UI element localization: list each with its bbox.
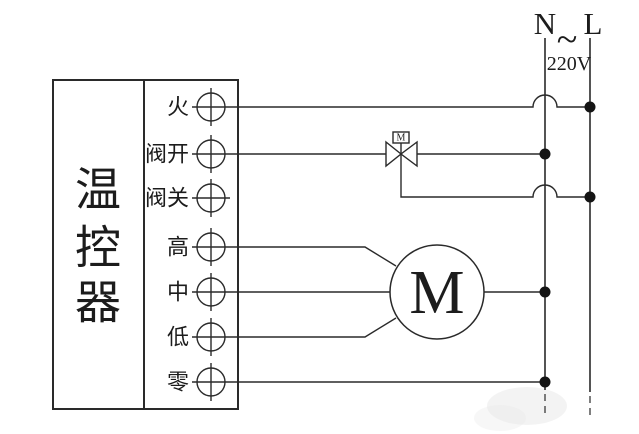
terminal-labels: 火 阀开 阀关 高 中 低 零 (145, 95, 189, 395)
wire-high (230, 246, 397, 267)
terminal-circle-neutral (192, 363, 230, 401)
motorized-valve (385, 131, 418, 168)
junction-dot-valvebranch-l (584, 191, 596, 203)
valve-actuator-box (392, 131, 410, 144)
label-n: N (534, 6, 556, 41)
terminal-symbols (192, 88, 230, 401)
controller-box (52, 79, 239, 410)
valve-body-left (385, 140, 403, 168)
controller-label: 温 控 器 (75, 165, 121, 329)
terminal-label-neutral: 零 (167, 370, 189, 395)
valve-actuator-label: M (397, 133, 406, 144)
wires (230, 94, 590, 383)
supply-lines (544, 38, 591, 418)
wire-live (230, 94, 590, 108)
terminal-circle-high (192, 228, 230, 266)
label-voltage: 220V (547, 53, 592, 75)
controller-label-char: 温 (75, 165, 121, 216)
terminal-label-high: 高 (167, 235, 189, 260)
junction-dot-valveopen-n (539, 148, 551, 160)
terminal-label-medium: 中 (167, 280, 189, 305)
label-l: L (584, 6, 603, 41)
motor-circle (389, 244, 485, 340)
valve-body-right (399, 140, 418, 168)
motor-label: M (409, 259, 464, 327)
junction-dot-neutral-n (539, 376, 551, 388)
watermark-blob (474, 387, 567, 431)
terminal-circle-valve-close (192, 179, 230, 217)
junction-dot-live-l (584, 101, 596, 113)
terminal-label-low: 低 (167, 325, 189, 350)
wire-valve-branch (400, 154, 590, 198)
terminal-label-live: 火 (167, 95, 189, 120)
junction-dots (539, 101, 596, 388)
terminal-circle-low (192, 318, 230, 356)
junction-dot-motor-n (539, 286, 551, 298)
wire-low (230, 317, 397, 338)
controller-label-char: 器 (75, 278, 121, 329)
terminal-label-valve-close: 阀关 (145, 186, 189, 211)
stroke-layer (52, 38, 591, 418)
terminal-circle-valve-open (192, 135, 230, 173)
terminal-circle-live (192, 88, 230, 126)
terminal-label-valve-open: 阀开 (145, 142, 189, 167)
text-layer: 温 控 器 火 阀开 阀关 高 中 低 零 N L ~ 220V M M (75, 6, 602, 395)
terminal-circle-medium (192, 273, 230, 311)
controller-label-char: 控 (75, 223, 121, 274)
ac-symbol: ~ (557, 19, 578, 61)
